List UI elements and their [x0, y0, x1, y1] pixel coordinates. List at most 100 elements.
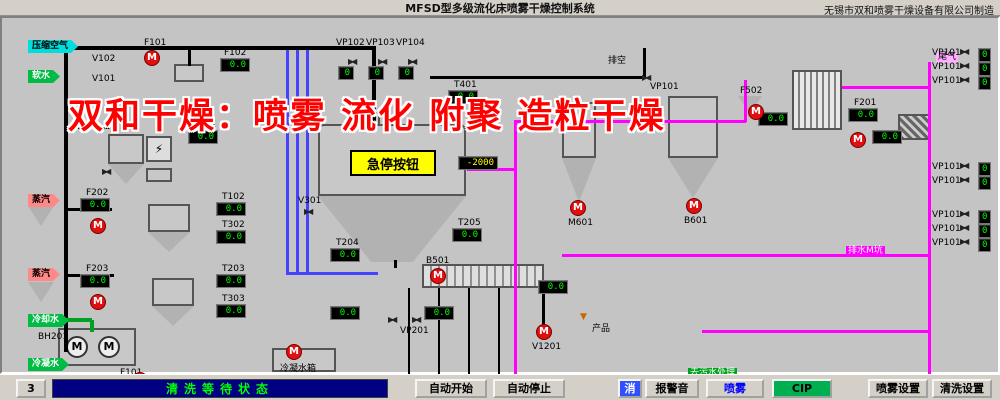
status-display: 清洗等待状态 — [52, 379, 388, 398]
auto-stop-button[interactable]: 自动停止 — [493, 379, 565, 398]
inlet-tag: 冷却水 — [28, 314, 69, 327]
label-F502: F502 — [740, 86, 763, 96]
cyclone-left1-body — [108, 134, 144, 164]
label-F101: F101 — [144, 38, 167, 48]
valve-icon[interactable]: ▶◀ — [388, 315, 397, 324]
digital-display: 0.0 — [330, 248, 360, 262]
valve-icon[interactable]: ▶◀ — [960, 161, 969, 170]
pipe — [68, 126, 110, 129]
pipe — [64, 46, 68, 352]
valve-icon[interactable]: ▶◀ — [960, 75, 969, 84]
label-排空: 排空 — [608, 56, 627, 66]
label-F202: F202 — [86, 188, 109, 198]
valve-icon[interactable]: ▶◀ — [960, 175, 969, 184]
cyclone-left3-body — [152, 278, 194, 306]
mute-button[interactable]: 消 — [618, 379, 642, 398]
valve-icon[interactable]: ▶◀ — [408, 57, 417, 66]
emergency-stop-button[interactable]: 急停按钮 — [350, 150, 436, 176]
cyclone-left1-cone — [108, 164, 144, 184]
pipe — [90, 320, 94, 332]
valve-icon[interactable]: ▶◀ — [642, 73, 651, 82]
label-T203: T203 — [222, 264, 245, 274]
pump-icon[interactable]: M — [748, 104, 764, 120]
pump-icon[interactable]: M — [850, 132, 866, 148]
label-VP101: VP101 — [932, 224, 961, 234]
valve-icon[interactable]: ▶◀ — [378, 57, 387, 66]
valve-icon[interactable]: ▶◀ — [960, 47, 969, 56]
label-VP101: VP101 — [932, 62, 961, 72]
page-button[interactable]: 3 — [16, 379, 46, 398]
digital-display: 0 — [338, 66, 354, 80]
label-VP104: VP104 — [396, 38, 425, 48]
label-T204: T204 — [336, 238, 359, 248]
digital-display: 0.0 — [188, 130, 218, 144]
inlet-tag: 冷凝水 — [28, 358, 69, 371]
clean-settings-button[interactable]: 清洗设置 — [932, 379, 992, 398]
digital-display: 0 — [978, 238, 992, 252]
digital-display: 0.0 — [330, 306, 360, 320]
cip-button[interactable]: CIP — [772, 379, 832, 398]
tank-motor-2: M — [98, 336, 120, 358]
pipe — [842, 86, 930, 89]
pump-icon[interactable]: M — [144, 50, 160, 66]
pump-icon[interactable]: M — [536, 324, 552, 340]
label-V301: V301 — [298, 196, 322, 206]
label-排水M坑: 排水M坑 — [846, 246, 885, 257]
pump-icon[interactable]: M — [686, 198, 702, 214]
pump-icon[interactable]: M — [430, 268, 446, 284]
watermark-text: 双和干燥：喷雾 流化 附聚 造粒干燥 — [68, 97, 666, 137]
valve-icon[interactable]: ▶◀ — [960, 237, 969, 246]
digital-display: 0.0 — [424, 306, 454, 320]
label-VP101: VP101 — [650, 82, 679, 92]
digital-display: 0.0 — [848, 108, 878, 122]
pipe — [702, 330, 930, 333]
digital-display: 0.0 — [220, 58, 250, 72]
cyclone-center1-body — [562, 102, 596, 158]
digital-display: 0 — [978, 62, 992, 76]
label-产品: 产品 — [592, 324, 611, 334]
pump-icon[interactable]: M — [286, 344, 302, 360]
label-VP101: VP101 — [932, 162, 961, 172]
valve-icon[interactable]: ▶◀ — [960, 209, 969, 218]
digital-display: 0.0 — [872, 130, 902, 144]
label-VP101: VP101 — [932, 48, 961, 58]
pipe — [68, 46, 376, 50]
label-T303: T303 — [222, 294, 245, 304]
label-尾气: 尾气 — [936, 52, 959, 63]
pipe — [542, 280, 545, 326]
valve-icon[interactable]: ▶◀ — [348, 57, 357, 66]
valve-icon[interactable]: ▶◀ — [960, 223, 969, 232]
label-VP102: VP102 — [336, 38, 365, 48]
valve-icon[interactable]: ▶◀ — [960, 61, 969, 70]
digital-display: 0.0 — [216, 202, 246, 216]
label-T401: T401 — [454, 80, 477, 90]
pipe — [188, 50, 191, 66]
pump-icon[interactable]: M — [90, 294, 106, 310]
label-T201: T201 — [194, 120, 217, 130]
digital-display: 0 — [978, 48, 992, 62]
label-V101: V101 — [92, 74, 116, 84]
pipe — [296, 50, 299, 274]
alarm-sound-button[interactable]: 报警音 — [645, 379, 699, 398]
electrostatic-box: ⚡ — [146, 136, 172, 162]
digital-display: 0 — [368, 66, 384, 80]
pipe — [468, 288, 470, 376]
label-B601: B601 — [684, 216, 708, 226]
auto-start-button[interactable]: 自动开始 — [415, 379, 487, 398]
pump-icon[interactable]: M — [570, 200, 586, 216]
pipe — [744, 80, 747, 122]
valve-icon[interactable]: ▶◀ — [412, 315, 421, 324]
filter-box — [898, 114, 930, 140]
label-T102: T102 — [222, 192, 245, 202]
cyclone-left2-cone — [148, 232, 190, 252]
pump-icon[interactable]: M — [90, 218, 106, 234]
valve-icon[interactable]: ▶◀ — [102, 167, 111, 176]
cyclone-center2-body — [668, 96, 718, 158]
spray-button[interactable]: 喷雾 — [706, 379, 764, 398]
label-M601: M601 — [568, 218, 593, 228]
label-▼: ▼ — [580, 312, 587, 322]
spray-settings-button[interactable]: 喷雾设置 — [868, 379, 928, 398]
inlet-funnel-1 — [28, 206, 54, 226]
valve-icon[interactable]: ▶◀ — [304, 207, 313, 216]
pipe — [372, 48, 376, 126]
